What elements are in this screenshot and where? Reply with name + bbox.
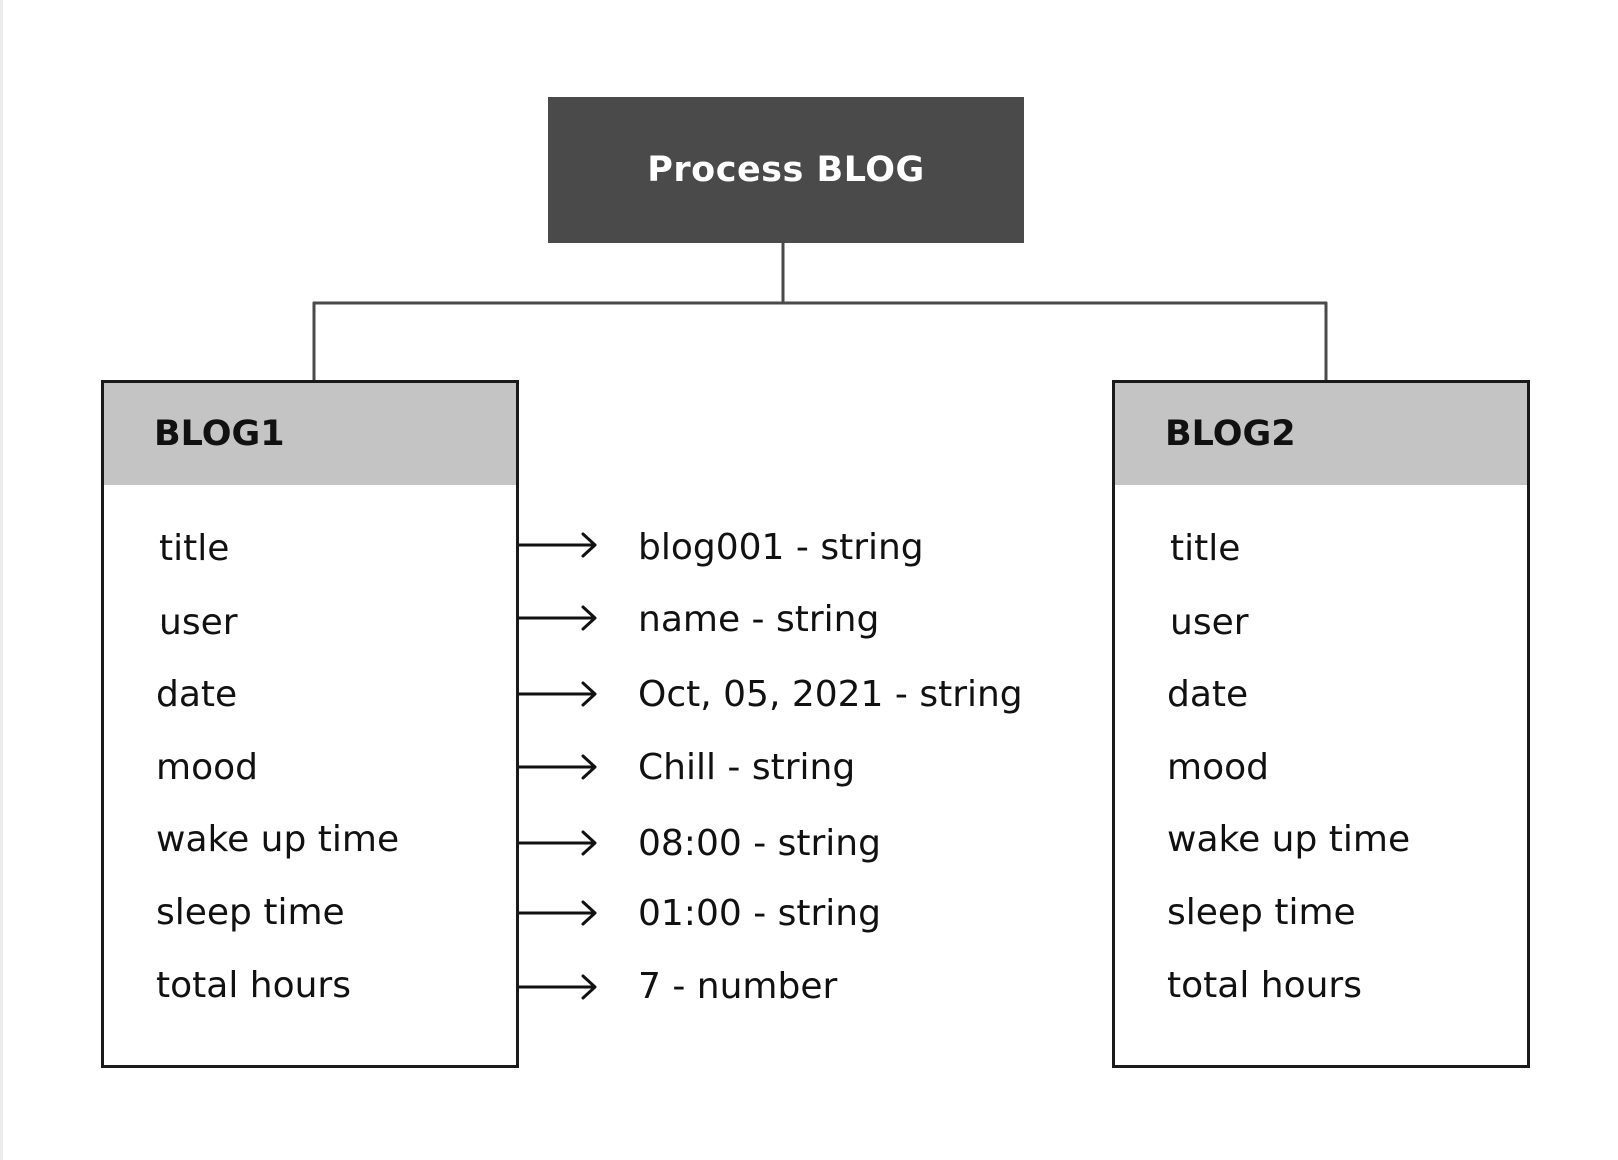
value-mood: Chill - string (638, 747, 856, 788)
root-node: Process BLOG (548, 97, 1024, 243)
value-total-hours: 7 - number (638, 966, 838, 1007)
value-sleep-time: 01:00 - string (638, 893, 881, 934)
entity-blog1: BLOG1 title user date mood wake up time … (101, 380, 519, 1068)
value-wake-up-time: 08:00 - string (638, 823, 881, 864)
field-date: date (1167, 674, 1249, 715)
root-title: Process BLOG (647, 150, 925, 190)
entity-blog2: BLOG2 title user date mood wake up time … (1112, 380, 1530, 1068)
field-wake-up-time: wake up time (156, 819, 400, 860)
field-total-hours: total hours (156, 965, 351, 1006)
field-title: title (159, 528, 230, 569)
field-mood: mood (156, 747, 258, 788)
field-date: date (156, 674, 238, 715)
value-title: blog001 - string (638, 527, 924, 568)
page-left-edge (0, 0, 3, 1160)
field-user: user (159, 602, 238, 643)
field-mood: mood (1167, 747, 1269, 788)
entity-title: BLOG1 (154, 414, 285, 454)
field-user: user (1170, 602, 1249, 643)
field-wake-up-time: wake up time (1167, 819, 1411, 860)
value-date: Oct, 05, 2021 - string (638, 674, 1023, 715)
entity-header: BLOG1 (104, 383, 516, 485)
field-sleep-time: sleep time (156, 892, 345, 933)
field-title: title (1170, 528, 1241, 569)
field-sleep-time: sleep time (1167, 892, 1356, 933)
field-total-hours: total hours (1167, 965, 1362, 1006)
entity-title: BLOG2 (1165, 414, 1296, 454)
entity-header: BLOG2 (1115, 383, 1527, 485)
value-user: name - string (638, 599, 880, 640)
